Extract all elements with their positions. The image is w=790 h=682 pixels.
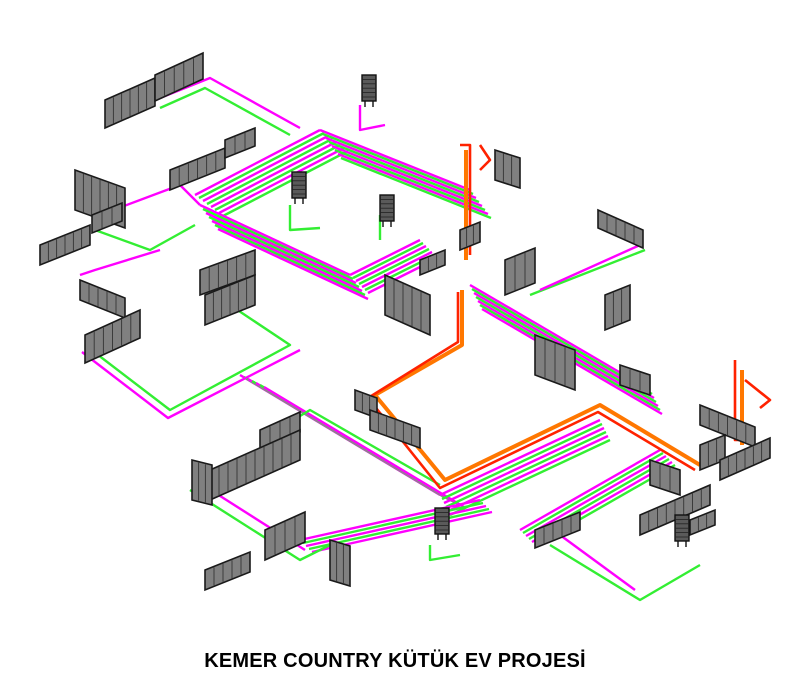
loop-southeast-room xyxy=(549,543,701,602)
radiator-south-center-2 xyxy=(369,408,421,450)
radiator-south-5 xyxy=(204,550,251,592)
loop-south-room xyxy=(189,488,331,562)
radiator-north-west-2 xyxy=(154,51,204,103)
radiator-southwest-1 xyxy=(84,308,141,365)
pipe-bundle-upper xyxy=(222,149,349,218)
pipe-bundle-upper-right xyxy=(340,156,492,220)
pipe-bundle-upper-right xyxy=(325,136,477,200)
radiator-east-2 xyxy=(604,283,631,332)
radiator-east-1 xyxy=(597,208,644,250)
towel-radiator-inner xyxy=(291,171,307,204)
pipe-bundle-upper-right xyxy=(319,128,471,192)
pipe-bundle-central xyxy=(217,227,369,301)
pipe-bundle-south xyxy=(449,438,611,517)
radiator-center-1 xyxy=(384,273,431,337)
pipe-bundle-upper-right xyxy=(322,132,474,196)
pipe-bundle-southeast xyxy=(519,448,661,532)
isometric-heating-diagram xyxy=(39,51,772,602)
towel-radiator-center xyxy=(379,194,395,227)
pipe-bundle-central-right xyxy=(358,247,430,286)
loop-north-west-return xyxy=(159,86,291,137)
pipe-bundle-central-right xyxy=(349,238,421,277)
pipe-bundle-southeast xyxy=(525,454,667,538)
diagram-title: KEMER COUNTRY KÜTÜK EV PROJESİ xyxy=(204,650,586,672)
pipe-bundle-central xyxy=(211,219,363,293)
radiator-center-east-1 xyxy=(504,246,536,297)
towel-radiators xyxy=(291,74,690,547)
radiator-center-east-2 xyxy=(534,333,576,392)
radiator-north-west-1 xyxy=(104,76,156,130)
radiator-north-west-3 xyxy=(169,146,226,192)
radiator-east-7 xyxy=(719,436,771,482)
radiator-center-west-2 xyxy=(204,273,256,327)
loop-southwest-room xyxy=(84,304,292,412)
pipe-bundle-upper xyxy=(194,128,321,197)
pipe-bundle-upper-right xyxy=(334,148,486,212)
loop-west-room-return xyxy=(94,223,196,252)
radiator-southeast-3 xyxy=(689,508,716,537)
radiator-south-2 xyxy=(209,428,301,502)
radiator-east-4 xyxy=(699,403,756,449)
pipe-bundle-central xyxy=(202,207,354,281)
loop-north-riser xyxy=(358,105,386,132)
pipe-bundle-central-right xyxy=(361,250,433,289)
pipe-bundle-south xyxy=(445,430,607,509)
pipe-bundle-upper xyxy=(210,140,337,209)
loop-west-lower xyxy=(79,248,161,277)
pipe-bundle-southwest xyxy=(263,385,465,509)
radiator-north-center-1 xyxy=(494,148,521,190)
pipe-bundle-upper xyxy=(202,134,329,203)
pipe-bundle-upper-right xyxy=(337,152,489,216)
hot-riser-east-cap xyxy=(744,378,772,410)
radiator-south-3 xyxy=(191,458,213,507)
radiator-north-west-4 xyxy=(224,126,256,160)
radiator-east-3 xyxy=(619,363,651,397)
towel-radiator-south xyxy=(434,507,450,540)
pipe-bundle-central xyxy=(205,211,357,285)
hot-riser-north-cap xyxy=(478,144,492,171)
pipe-bundle-south xyxy=(447,434,609,513)
radiator-north-center-2 xyxy=(459,220,481,252)
pipe-bundle-central xyxy=(208,215,360,289)
pipe-bundle-southeast xyxy=(522,451,664,535)
pipe-bundle-south xyxy=(439,418,601,497)
radiator-east-6 xyxy=(649,458,681,497)
radiators xyxy=(39,51,771,592)
pipe-network xyxy=(79,76,701,602)
radiator-center-2 xyxy=(419,248,446,277)
radiator-southeast-1 xyxy=(534,510,581,550)
towel-radiator-north xyxy=(361,74,377,107)
pipe-bundle-upper xyxy=(198,131,325,200)
pipe-bundle-upper xyxy=(218,146,345,215)
loop-inner-small xyxy=(288,205,321,232)
pipe-bundle-upper-right xyxy=(328,140,480,204)
pipe-bundle-central-right xyxy=(355,244,427,283)
pipe-bundle-central xyxy=(214,223,366,297)
pipe-bundle-upper xyxy=(214,143,341,212)
radiator-southeast-2 xyxy=(639,483,711,537)
pipe-bundle-upper xyxy=(206,137,333,206)
pipe-bundle-central-right xyxy=(352,241,424,280)
pipe-bundle-upper-right xyxy=(331,144,483,208)
radiator-west-2 xyxy=(39,223,91,267)
loop-southwest-room-alt xyxy=(81,348,301,420)
pipe-bundle-bottom xyxy=(302,501,484,545)
loop-south-riser xyxy=(428,545,461,562)
pipe-bundle-bottom xyxy=(305,504,487,548)
pipe-bundle-bottom xyxy=(299,498,481,542)
radiator-south-4 xyxy=(264,510,306,562)
loop-southeast-room-alt xyxy=(559,534,636,591)
radiator-west-4 xyxy=(79,278,126,320)
loop-east-room-alt xyxy=(539,243,641,292)
loop-east-room xyxy=(529,248,646,297)
hot-riser-north xyxy=(460,143,472,255)
towel-radiator-southeast xyxy=(674,514,690,547)
pipe-bundle-south xyxy=(443,426,605,505)
pipe-bundle-south xyxy=(441,422,603,501)
radiator-west-3 xyxy=(91,201,123,235)
pipe-bundle-central xyxy=(199,203,351,277)
radiator-south-6 xyxy=(329,538,351,588)
